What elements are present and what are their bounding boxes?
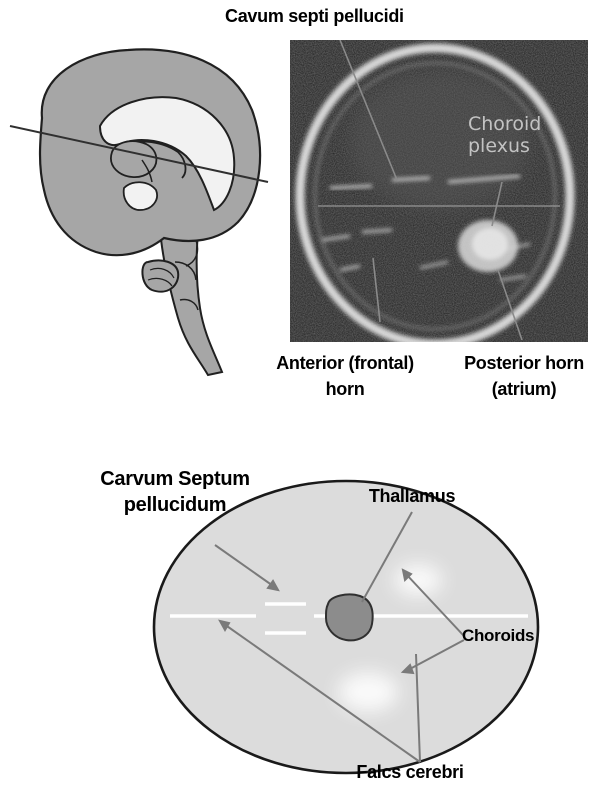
label-cavum-septi-pellucidi: Cavum septi pellucidi — [225, 6, 404, 27]
label-choroids: Choroids — [462, 626, 534, 646]
label-carvum-line1: Carvum Septum — [60, 466, 290, 492]
thalamus-shape — [326, 594, 373, 640]
label-posterior-horn-line1: Posterior horn — [448, 350, 600, 376]
label-posterior-horn-line2: (atrium) — [448, 376, 600, 402]
label-anterior-horn-line2: horn — [250, 376, 440, 402]
label-posterior-horn: Posterior horn (atrium) — [448, 350, 600, 402]
sagittal-brain-sketch — [10, 49, 268, 375]
label-anterior-horn: Anterior (frontal) horn — [250, 350, 440, 402]
label-thallamus: Thallamus — [352, 486, 472, 507]
overlay-text-line2: plexus — [468, 135, 541, 157]
choroid-plexus-overlay-text: Choroid plexus — [468, 113, 541, 157]
label-carvum-line2: pellucidum — [60, 492, 290, 518]
overlay-text-line1: Choroid — [468, 113, 541, 135]
label-carvum-septum: Carvum Septum pellucidum — [60, 466, 290, 518]
label-anterior-horn-line1: Anterior (frontal) — [250, 350, 440, 376]
label-falcs-cerebri: Falcs cerebri — [325, 762, 495, 783]
ultrasound-image — [290, 40, 588, 344]
